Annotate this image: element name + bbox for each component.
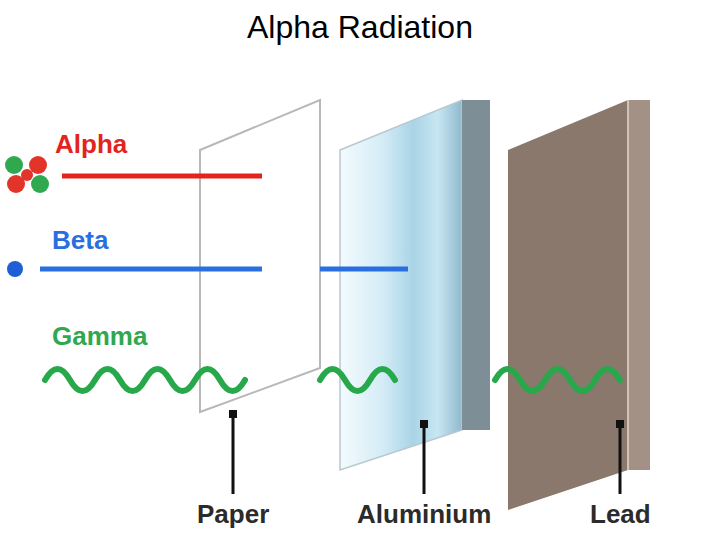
radiation-name: Beta xyxy=(52,226,108,255)
aluminium-sheet xyxy=(340,100,462,470)
radiation-name: Alpha xyxy=(55,130,127,159)
alpha-ray xyxy=(62,174,262,179)
aluminium-edge xyxy=(462,100,490,430)
title: Alpha Radiation xyxy=(247,10,473,45)
material-name: Paper xyxy=(197,500,269,529)
leader-line xyxy=(233,416,620,494)
alpha-particle xyxy=(5,156,49,193)
beta-ray xyxy=(40,267,262,272)
gamma-wave xyxy=(45,369,620,391)
material-name: Aluminium xyxy=(357,500,491,529)
leader-marker xyxy=(229,410,624,428)
paper-sheet xyxy=(200,100,320,412)
lead-sheet xyxy=(508,100,628,510)
lead-edge xyxy=(628,100,650,470)
beta-ray xyxy=(320,267,408,272)
beta-particle xyxy=(7,261,23,277)
lead-edge-highlight xyxy=(627,100,629,470)
radiation-name: Gamma xyxy=(52,322,147,351)
material-name: Lead xyxy=(590,500,651,529)
